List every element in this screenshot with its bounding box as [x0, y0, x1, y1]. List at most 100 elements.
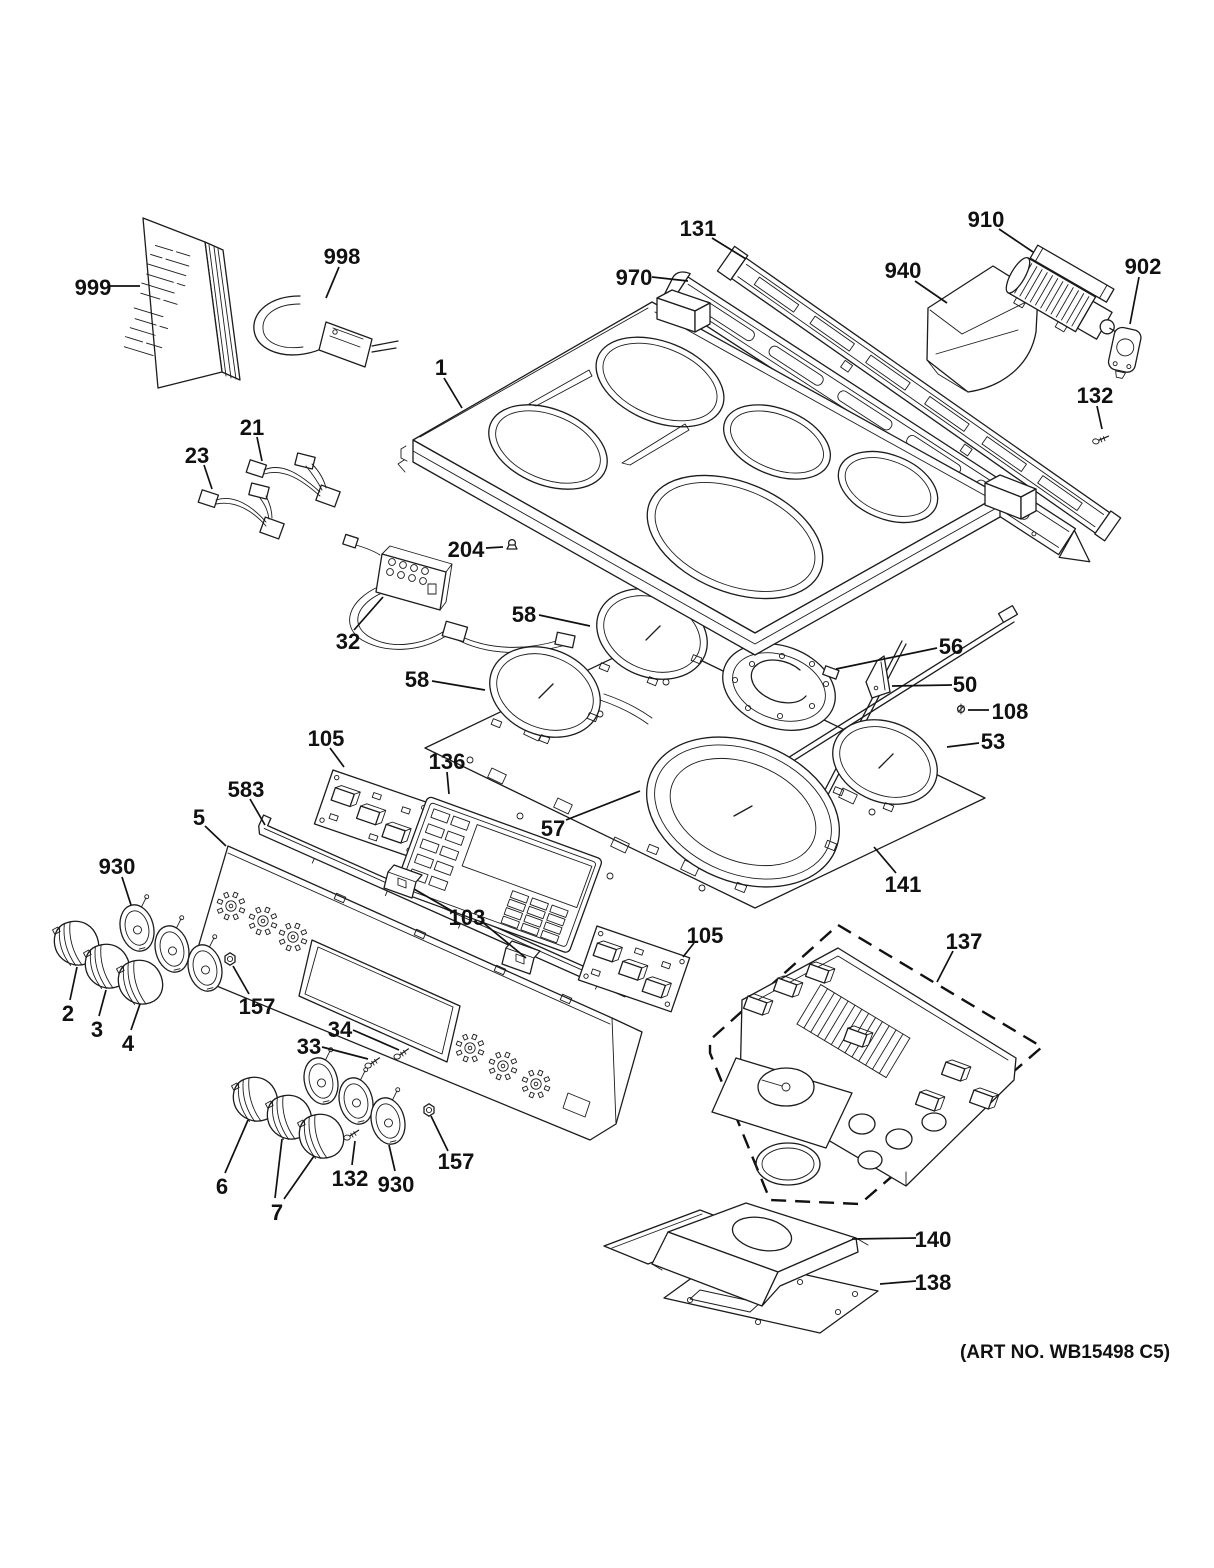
- part-label-2: 2: [62, 1001, 74, 1026]
- part-label-21: 21: [240, 415, 264, 440]
- art-number: (ART NO. WB15498 C5): [960, 1342, 1170, 1363]
- leader-line-7: [274, 1138, 283, 1199]
- part-140-duct-cover: [603, 1202, 869, 1307]
- leader-line-930: [121, 876, 132, 906]
- part-label-902: 902: [1125, 254, 1162, 279]
- part-label-930: 930: [99, 854, 136, 879]
- part-label-50: 50: [953, 672, 977, 697]
- part-label-57: 57: [541, 816, 565, 841]
- leader-line-138: [879, 1280, 917, 1285]
- part-label-7: 7: [271, 1200, 283, 1225]
- leader-line-5: [204, 825, 227, 847]
- part-53-coil: [832, 719, 938, 813]
- part-label-34: 34: [328, 1017, 353, 1042]
- part-103-brackets: [383, 864, 541, 975]
- part-label-5: 5: [193, 805, 205, 830]
- leader-line-103: [480, 920, 527, 959]
- part-label-3: 3: [91, 1017, 103, 1042]
- part-label-108: 108: [992, 699, 1029, 724]
- part-label-132: 132: [1077, 383, 1114, 408]
- leader-line-34: [352, 1029, 400, 1051]
- leader-line-157: [232, 965, 250, 995]
- part-label-53: 53: [981, 729, 1005, 754]
- burner-rings: [488, 336, 939, 600]
- leader-line-141: [873, 846, 897, 874]
- part-label-998: 998: [324, 244, 361, 269]
- part-label-999: 999: [75, 275, 112, 300]
- part-label-910: 910: [968, 207, 1005, 232]
- leader-line-140: [851, 1237, 917, 1240]
- part-1-glass-cooktop: [397, 289, 1037, 656]
- part-57-coil: [645, 736, 841, 894]
- leader-line-131: [711, 237, 747, 260]
- leader-line-132: [1096, 405, 1103, 430]
- leader-line-583: [249, 798, 266, 826]
- part-label-33: 33: [297, 1034, 321, 1059]
- leader-line-940: [914, 280, 948, 304]
- leader-line-902: [1129, 276, 1140, 325]
- leader-line-157: [430, 1115, 449, 1152]
- part-label-32: 32: [336, 629, 360, 654]
- leader-line-58: [538, 614, 591, 627]
- part-label-930: 930: [378, 1172, 415, 1197]
- part-label-23: 23: [185, 443, 209, 468]
- part-23-harness: [197, 482, 285, 540]
- part-136-control-overlay: [394, 796, 603, 953]
- leader-line-56: [835, 647, 938, 670]
- part-910-blower-motor: [1005, 244, 1123, 340]
- part-105-board-right: [577, 925, 691, 1013]
- part-label-4: 4: [122, 1031, 135, 1056]
- leader-line-57: [565, 790, 641, 821]
- part-131-vent-trim: [716, 245, 1122, 542]
- part-label-137: 137: [946, 929, 983, 954]
- leader-line-930: [388, 1144, 396, 1172]
- part-label-6: 6: [216, 1174, 228, 1199]
- leader-line-137: [936, 950, 954, 983]
- part-label-204: 204: [448, 537, 485, 562]
- part-label-157: 157: [438, 1149, 475, 1174]
- part-204-grommet: [506, 538, 518, 550]
- leader-line-32: [353, 596, 384, 631]
- leader-line-21: [256, 436, 263, 462]
- part-label-131: 131: [680, 216, 717, 241]
- leader-line-2: [69, 966, 78, 1001]
- leader-line-6: [224, 1119, 249, 1174]
- leader-line-23: [203, 464, 213, 490]
- part-21-harness: [245, 452, 341, 508]
- leader-line-1: [443, 377, 463, 409]
- leader-line-136: [446, 771, 450, 795]
- part-label-105: 105: [687, 923, 724, 948]
- part-label-157: 157: [239, 994, 276, 1019]
- leader-line-998: [325, 266, 340, 299]
- part-137-power-module: [708, 923, 1045, 1206]
- leader-line-7: [283, 1155, 315, 1200]
- part-108-screw: [956, 703, 966, 715]
- leader-line-53: [946, 742, 980, 748]
- part-label-141: 141: [885, 872, 922, 897]
- part-940-duct-bracket: [926, 265, 1039, 393]
- leader-line-132: [351, 1140, 356, 1166]
- part-32-junction-block: [342, 533, 576, 654]
- part-58-coil-left: [489, 646, 653, 745]
- part-998-strap: [253, 295, 399, 368]
- leader-line-970: [651, 276, 689, 282]
- part-902-gasket: [1107, 326, 1142, 379]
- leader-line-105: [329, 747, 345, 768]
- leader-line-58: [431, 680, 486, 691]
- part-label-140: 140: [915, 1227, 952, 1252]
- leader-line-3: [98, 989, 107, 1017]
- leader-line-4: [130, 1003, 141, 1031]
- part-label-583: 583: [228, 777, 265, 802]
- part-label-940: 940: [885, 258, 922, 283]
- part-999-manual: [123, 217, 241, 389]
- part-label-105: 105: [308, 726, 345, 751]
- leader-line-33: [321, 1046, 369, 1060]
- part-label-970: 970: [616, 265, 653, 290]
- part-157-nut-left: [224, 952, 236, 966]
- part-label-138: 138: [915, 1270, 952, 1295]
- part-label-58: 58: [405, 667, 429, 692]
- part-label-136: 136: [429, 749, 466, 774]
- part-label-58: 58: [512, 602, 536, 627]
